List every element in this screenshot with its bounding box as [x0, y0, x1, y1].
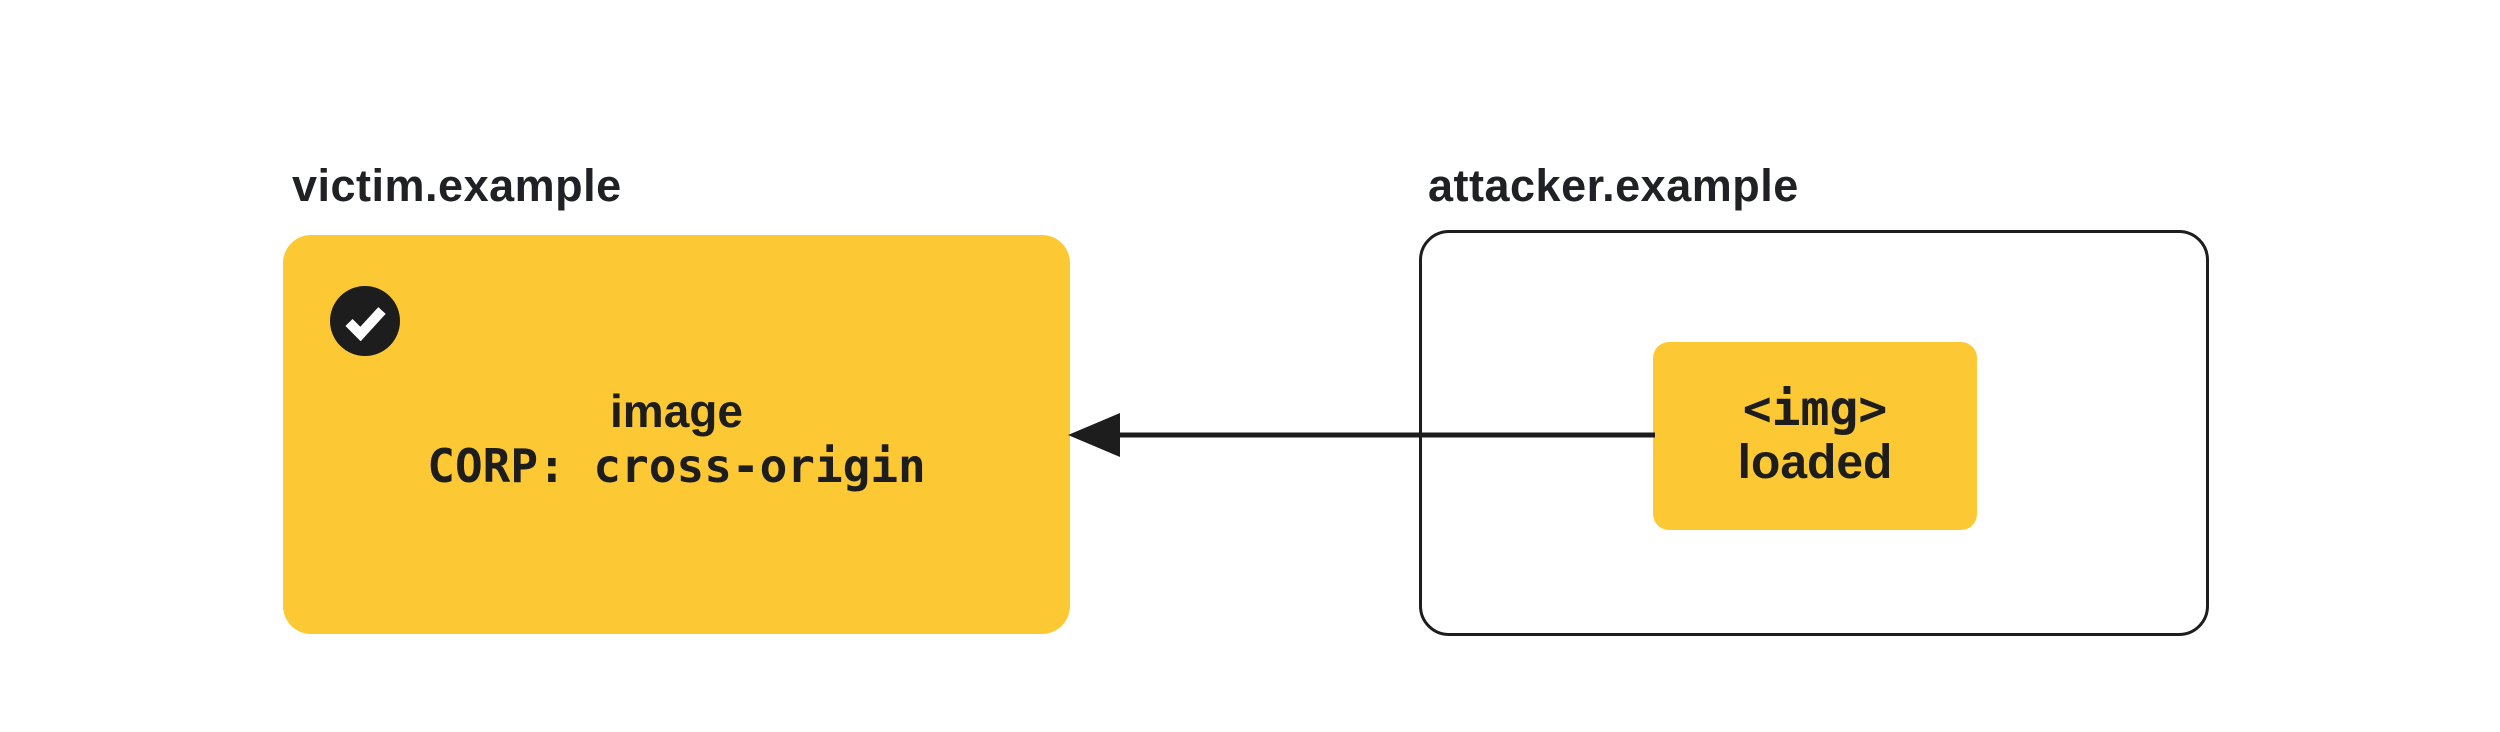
victim-resource-text: image CORP: cross-origin	[427, 376, 926, 494]
victim-resource-name: image	[610, 384, 743, 437]
victim-origin-box: image CORP: cross-origin	[283, 235, 1070, 634]
request-arrow-icon	[1068, 413, 1655, 457]
img-tag-label: <img>	[1742, 381, 1888, 437]
victim-domain-label: victim.example	[292, 160, 622, 211]
attacker-domain-label: attacker.example	[1428, 160, 1799, 211]
img-embed-box: <img> loaded	[1653, 342, 1977, 530]
img-loaded-label: loaded	[1737, 436, 1893, 489]
checkmark-icon	[330, 286, 400, 356]
victim-corp-header: CORP: cross-origin	[427, 438, 926, 493]
